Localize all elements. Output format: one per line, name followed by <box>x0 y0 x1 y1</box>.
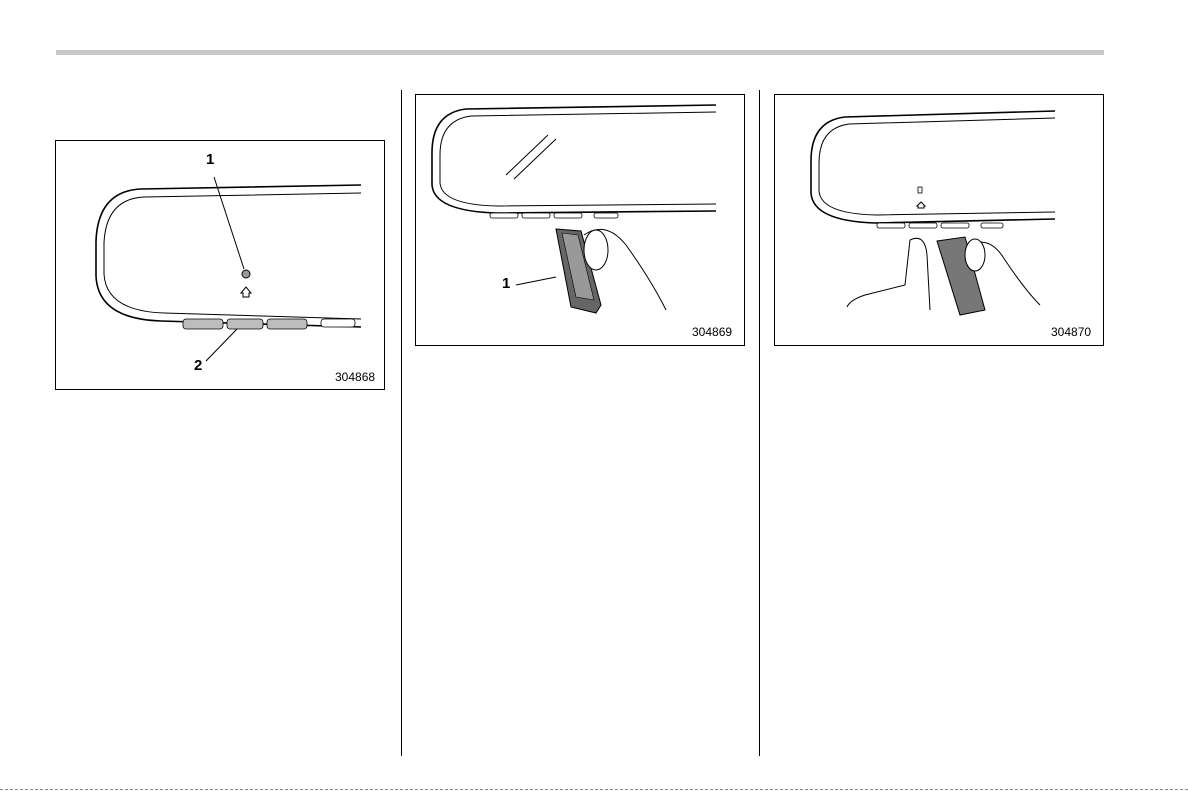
page-bottom-rule <box>0 789 1188 790</box>
column-divider-left <box>401 90 402 756</box>
column-divider-right <box>759 90 760 756</box>
figure-mirror-programming: 304870 <box>774 94 1104 346</box>
figure-code: 304870 <box>1051 325 1091 339</box>
callout-2: 2 <box>194 357 202 374</box>
figure-mirror-remote: 1 304869 <box>415 94 745 346</box>
figure-mirror-indicator: 1 2 304868 <box>55 140 385 390</box>
callout-1: 1 <box>502 275 510 292</box>
page-header-bar <box>56 50 1104 55</box>
mirror-illustration-2 <box>416 95 744 345</box>
mirror-illustration-1 <box>56 141 384 389</box>
figure-code: 304868 <box>335 370 375 384</box>
mirror-illustration-3 <box>775 95 1103 345</box>
figure-code: 304869 <box>692 325 732 339</box>
callout-1: 1 <box>206 151 214 168</box>
